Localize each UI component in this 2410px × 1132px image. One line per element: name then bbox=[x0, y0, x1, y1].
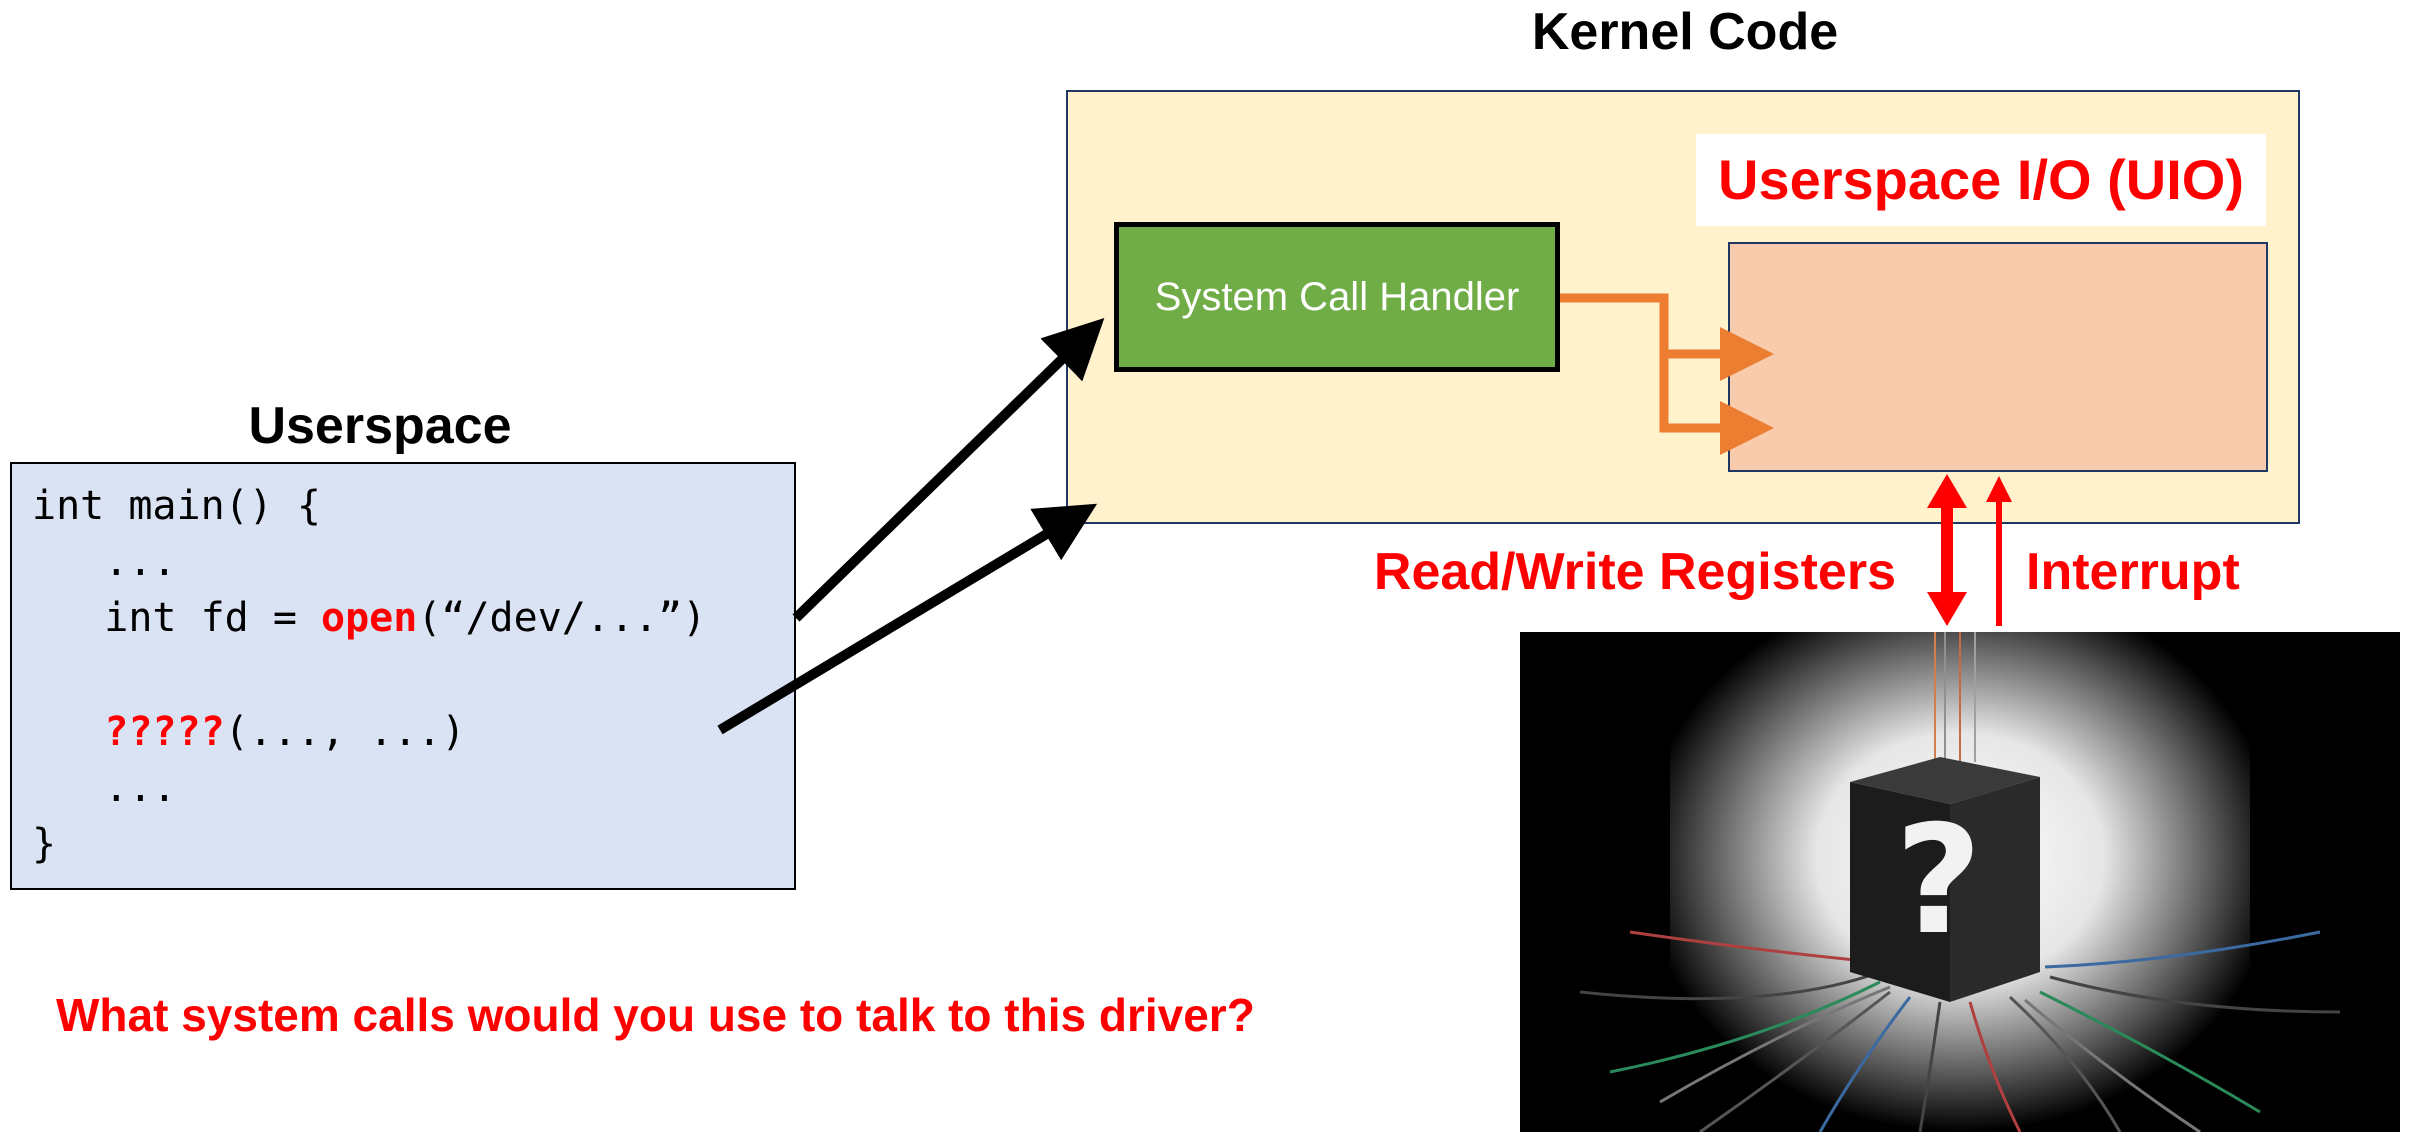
handler-to-uio-arrow-upper bbox=[1560, 293, 1774, 381]
code-line: } bbox=[32, 821, 57, 867]
handler-to-uio-arrow-lower bbox=[1659, 354, 1774, 455]
cube-top bbox=[1850, 757, 2040, 804]
system-call-handler-label: System Call Handler bbox=[1154, 274, 1520, 319]
userspace-title: Userspace bbox=[248, 397, 512, 455]
unknown-call-to-kernel-arrow bbox=[717, 503, 1098, 735]
question-mark-icon: ? bbox=[1895, 794, 1982, 968]
cube-left-face bbox=[1850, 782, 1950, 1002]
read-write-arrowhead-down bbox=[1927, 592, 1967, 626]
cube-right-face bbox=[1950, 777, 2040, 1002]
interrupt-label: Interrupt bbox=[2026, 543, 2240, 601]
code-text: (..., ...) bbox=[224, 709, 466, 755]
code-text: (“/dev/...”) bbox=[417, 595, 707, 641]
uio-label: Userspace I/O (UIO) bbox=[1718, 148, 2244, 211]
floor-wires bbox=[1579, 930, 2341, 1132]
question-text: What system calls would you use to talk … bbox=[56, 989, 1255, 1041]
code-line-unknown: ?????(..., ...) bbox=[32, 704, 466, 760]
open-to-handler-arrow bbox=[792, 318, 1105, 622]
uio-label-background bbox=[1696, 134, 2266, 226]
kernel-code-title: Kernel Code bbox=[1531, 3, 1839, 61]
read-write-registers-label: Read/Write Registers bbox=[1373, 543, 1896, 601]
code-line: ... bbox=[32, 765, 177, 811]
code-text: int fd = bbox=[32, 595, 321, 641]
top-wires bbox=[1934, 632, 1976, 762]
system-call-handler-box: System Call Handler bbox=[1114, 222, 1560, 372]
code-line: ... bbox=[32, 539, 177, 585]
mystery-device-cube-icon: ? bbox=[1520, 632, 2400, 1132]
code-line-open: int fd = open(“/dev/...”) bbox=[32, 590, 706, 646]
interrupt-arrowhead bbox=[1986, 476, 2012, 502]
open-call: open bbox=[320, 595, 418, 641]
code-line: int main() { bbox=[32, 483, 321, 529]
userspace-code-box: int main() { ... int fd = open(“/dev/...… bbox=[10, 462, 796, 890]
unknown-call: ????? bbox=[104, 709, 225, 755]
read-write-arrowhead-up bbox=[1927, 474, 1967, 508]
